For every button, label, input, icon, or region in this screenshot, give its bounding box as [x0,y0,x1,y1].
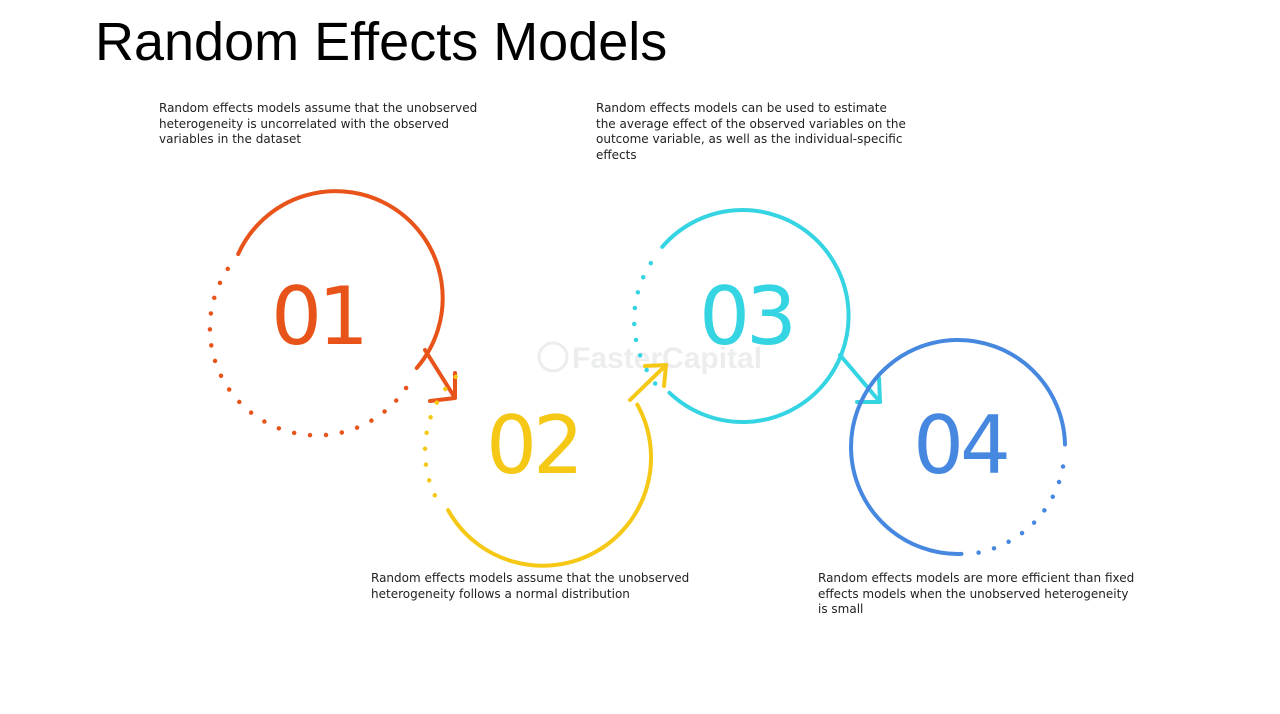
step-2-ring-dotted [422,369,464,498]
watermark-logo-icon [537,341,569,373]
step-2-arrow-icon [628,363,668,402]
step-3-ring-solid [660,208,851,424]
step-2-description: Random effects models assume that the un… [371,571,690,601]
step-2: 02 [422,363,668,568]
step-4-ring-solid [849,337,1067,556]
step-2-ring-solid [446,402,653,568]
step-3-description: Random effects models can be used to est… [596,101,906,162]
step-4-description: Random effects models are more efficient… [818,571,1135,616]
step-1-ring-dotted [207,266,409,438]
step-1-description: Random effects models assume that the un… [159,101,478,146]
step-2-number: 02 [486,399,580,492]
step-3: 03 [631,208,882,424]
step-1: 01 [207,189,457,438]
step-1-number: 01 [271,270,365,363]
step-1-arrow-icon [423,348,457,403]
step-4-number: 04 [913,399,1007,492]
step-4-ring-dotted [976,462,1066,555]
step-3-ring-dotted [631,258,658,386]
step-1-ring-solid [236,189,445,370]
page-title: Random Effects Models [95,12,668,72]
step-3-number: 03 [699,270,793,363]
step-3-arrow-icon [838,353,882,404]
step-4: 04 [849,337,1067,556]
